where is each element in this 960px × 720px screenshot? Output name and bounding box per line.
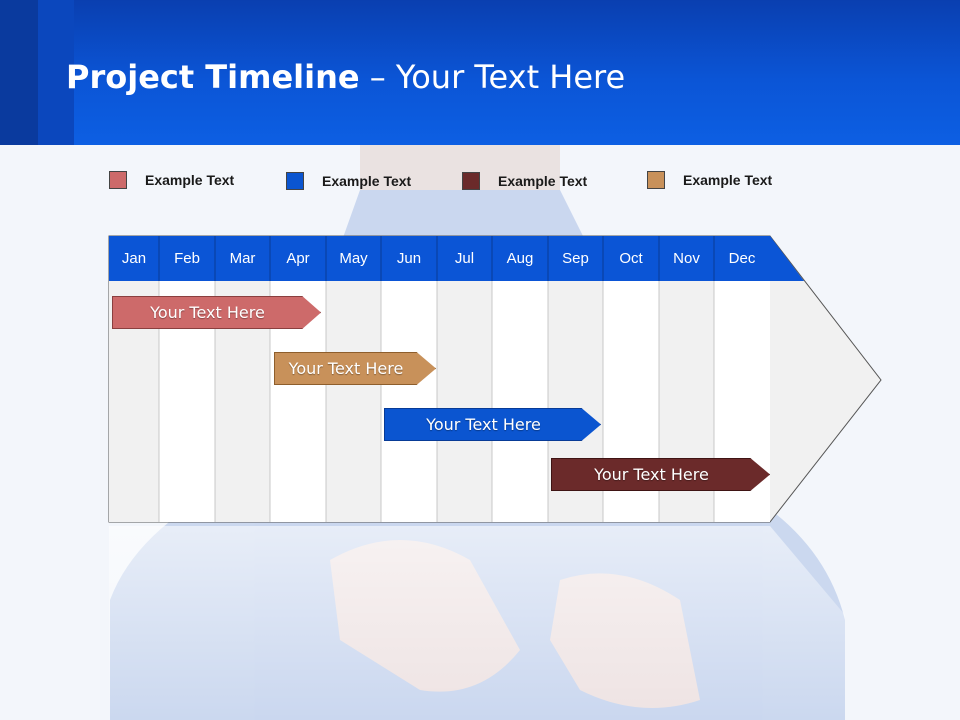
month-label: Jul: [454, 250, 475, 267]
title-rest: – Your Text Here: [359, 58, 626, 96]
month-label: Mar: [229, 250, 256, 267]
legend-label: Example Text: [322, 173, 412, 189]
month-label: Jun: [396, 250, 422, 267]
month-column: [492, 281, 548, 522]
legend-swatch: [647, 171, 665, 189]
legend-label: Example Text: [683, 172, 773, 188]
month-label: Aug: [506, 250, 534, 267]
timeline-bar-label: Your Text Here: [594, 465, 709, 484]
header-stripe: [0, 0, 38, 145]
timeline-bar: Your Text Here: [551, 458, 770, 491]
legend-item: Example Text: [647, 171, 772, 189]
legend-label: Example Text: [145, 172, 235, 188]
header-stripe: [38, 0, 74, 145]
month-column: [437, 281, 492, 522]
timeline-bar-label: Your Text Here: [150, 303, 265, 322]
legend-item: Example Text: [109, 171, 234, 189]
month-label: Feb: [174, 250, 200, 267]
month-column: [326, 281, 381, 522]
month-label: Sep: [562, 250, 589, 267]
month-column: [381, 281, 437, 522]
month-label: Apr: [286, 250, 310, 267]
legend-swatch: [286, 172, 304, 190]
legend-swatch: [462, 172, 480, 190]
arrow-reflection: [109, 526, 845, 720]
page-title: Project Timeline – Your Text Here: [66, 58, 625, 96]
legend-label: Example Text: [498, 173, 588, 189]
timeline-bar-label: Your Text Here: [426, 415, 541, 434]
timeline-bar-label: Your Text Here: [288, 359, 404, 378]
month-label: Oct: [619, 250, 643, 267]
legend-item: Example Text: [462, 172, 587, 190]
legend-item: Example Text: [286, 172, 411, 190]
month-header-band: [109, 236, 804, 281]
header-band: Project Timeline – Your Text Here: [0, 0, 960, 145]
timeline-bar: Your Text Here: [384, 408, 601, 441]
title-bold: Project Timeline: [66, 58, 360, 96]
timeline-bar: Your Text Here: [274, 352, 436, 385]
month-label: Jan: [121, 250, 147, 267]
month-label: Nov: [673, 250, 700, 267]
month-label: Dec: [728, 250, 756, 267]
month-label: May: [339, 250, 368, 267]
month-dividers: [158, 236, 715, 522]
legend-swatch: [109, 171, 127, 189]
timeline-bar: Your Text Here: [112, 296, 321, 329]
